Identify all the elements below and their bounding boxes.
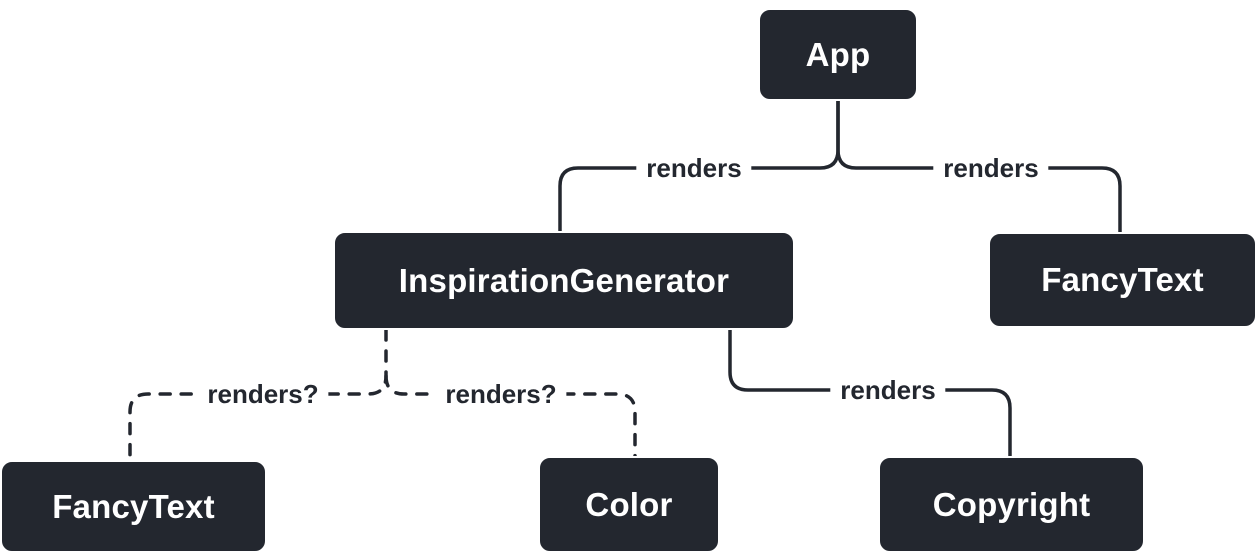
edge-inspirationgenerator-to-fancytext bbox=[128, 328, 388, 462]
node-copyright: Copyright bbox=[878, 456, 1145, 553]
node-app: App bbox=[758, 8, 918, 101]
edge-label-inspirationgenerator-color: renders? bbox=[435, 379, 567, 409]
node-fancytext-bottom: FancyText bbox=[0, 460, 267, 553]
edge-inspirationgenerator-to-color bbox=[384, 374, 637, 458]
node-fancytext-top: FancyText bbox=[988, 232, 1257, 328]
node-color: Color bbox=[538, 456, 720, 553]
node-inspirationgenerator: InspirationGenerator bbox=[333, 231, 795, 330]
edge-label-inspirationgenerator-copyright: renders bbox=[830, 375, 946, 405]
edge-label-inspirationgenerator-fancytext: renders? bbox=[197, 379, 329, 409]
edge-label-app-inspirationgenerator: renders bbox=[636, 153, 752, 183]
edge-label-app-fancytext: renders bbox=[933, 153, 1049, 183]
